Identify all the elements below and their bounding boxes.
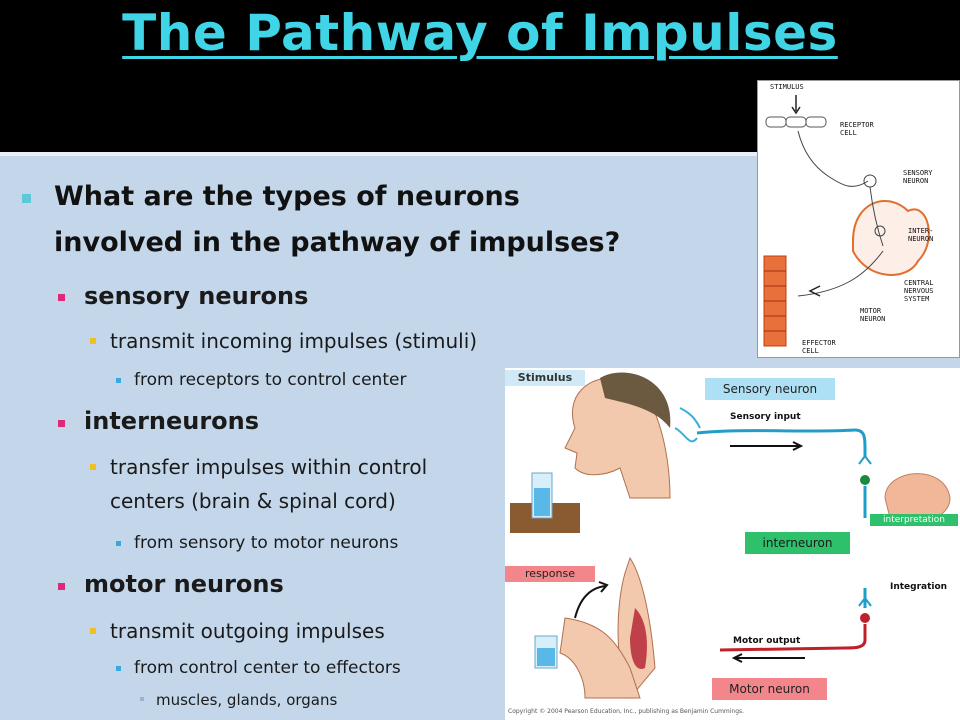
bullet-square-icon: [90, 338, 96, 344]
diagram-inter-label-2: NEURON: [908, 235, 934, 243]
bullet-square-icon: [58, 420, 65, 427]
diagram-stimulus-label: STIMULUS: [770, 83, 804, 91]
integration-label: Integration: [890, 582, 948, 592]
motor-output-label: Motor output: [733, 636, 801, 646]
motor-neurons-heading: motor neurons: [84, 570, 284, 598]
diagram-cns-label-1: CENTRAL: [904, 279, 934, 287]
pathway-illustration: [510, 372, 951, 699]
interneurons-description-1: transfer impulses within control: [110, 455, 428, 479]
sensory-neuron-label: Sensory neuron: [705, 378, 835, 400]
reflex-arc-illustration: [763, 95, 930, 347]
diagram-receptor-label-1: RECEPTOR: [840, 121, 874, 129]
bullet-square-icon: [22, 194, 31, 203]
copyright-text: Copyright © 2004 Pearson Education, Inc.…: [508, 708, 745, 715]
title-bar: The Pathway of Impulses: [0, 0, 960, 152]
response-label: response: [505, 566, 595, 582]
interneurons-subpoint: from sensory to motor neurons: [134, 533, 399, 553]
sensory-motor-diagram: Stimulus Sensory neuron Sensory input in…: [505, 368, 960, 720]
slide-title: The Pathway of Impulses: [122, 4, 838, 62]
bullet-square-icon: [58, 583, 65, 590]
bullet-square-icon: [140, 697, 144, 701]
interneurons-description-2: centers (brain & spinal cord): [110, 489, 396, 513]
stimulus-label: Stimulus: [505, 370, 585, 386]
diagram-effector-label-2: CELL: [802, 347, 819, 355]
sensory-description: transmit incoming impulses (stimuli): [110, 329, 478, 353]
sensory-input-label: Sensory input: [730, 412, 801, 422]
question-line-2: involved in the pathway of impulses?: [54, 227, 621, 258]
diagram-effector-label-1: EFFECTOR: [802, 339, 836, 347]
interneurons-heading: interneurons: [84, 407, 260, 435]
diagram-cns-label-3: SYSTEM: [904, 295, 930, 303]
bullet-square-icon: [116, 541, 121, 546]
interneuron-label: interneuron: [745, 532, 850, 554]
diagram-motor-label-2: NEURON: [860, 315, 886, 323]
bullet-square-icon: [90, 628, 96, 634]
bullet-square-icon: [58, 294, 65, 301]
sensory-neurons-heading: sensory neurons: [84, 282, 309, 310]
interpretation-label: interpretation: [870, 514, 958, 526]
bullet-square-icon: [90, 464, 96, 470]
motor-description: transmit outgoing impulses: [110, 619, 385, 643]
motor-subpoint: from control center to effectors: [134, 658, 401, 678]
bullet-square-icon: [116, 666, 121, 671]
motor-neuron-label: Motor neuron: [712, 678, 827, 700]
diagram-cns-label-2: NERVOUS: [904, 287, 934, 295]
diagram-sensory-label-2: NEURON: [903, 177, 929, 185]
bullet-square-icon: [116, 378, 121, 383]
question-line-1: What are the types of neurons: [54, 181, 520, 212]
reflex-arc-diagram: STIMULUS RECEPTOR CELL SENSORY NEURON IN…: [757, 80, 960, 358]
diagram-motor-label-1: MOTOR: [860, 307, 882, 315]
sensory-subpoint: from receptors to control center: [134, 370, 407, 390]
diagram-inter-label-1: INTER-: [908, 227, 934, 235]
diagram-receptor-label-2: CELL: [840, 129, 857, 137]
motor-subpoint-2: muscles, glands, organs: [156, 691, 338, 709]
diagram-sensory-label-1: SENSORY: [903, 169, 933, 177]
